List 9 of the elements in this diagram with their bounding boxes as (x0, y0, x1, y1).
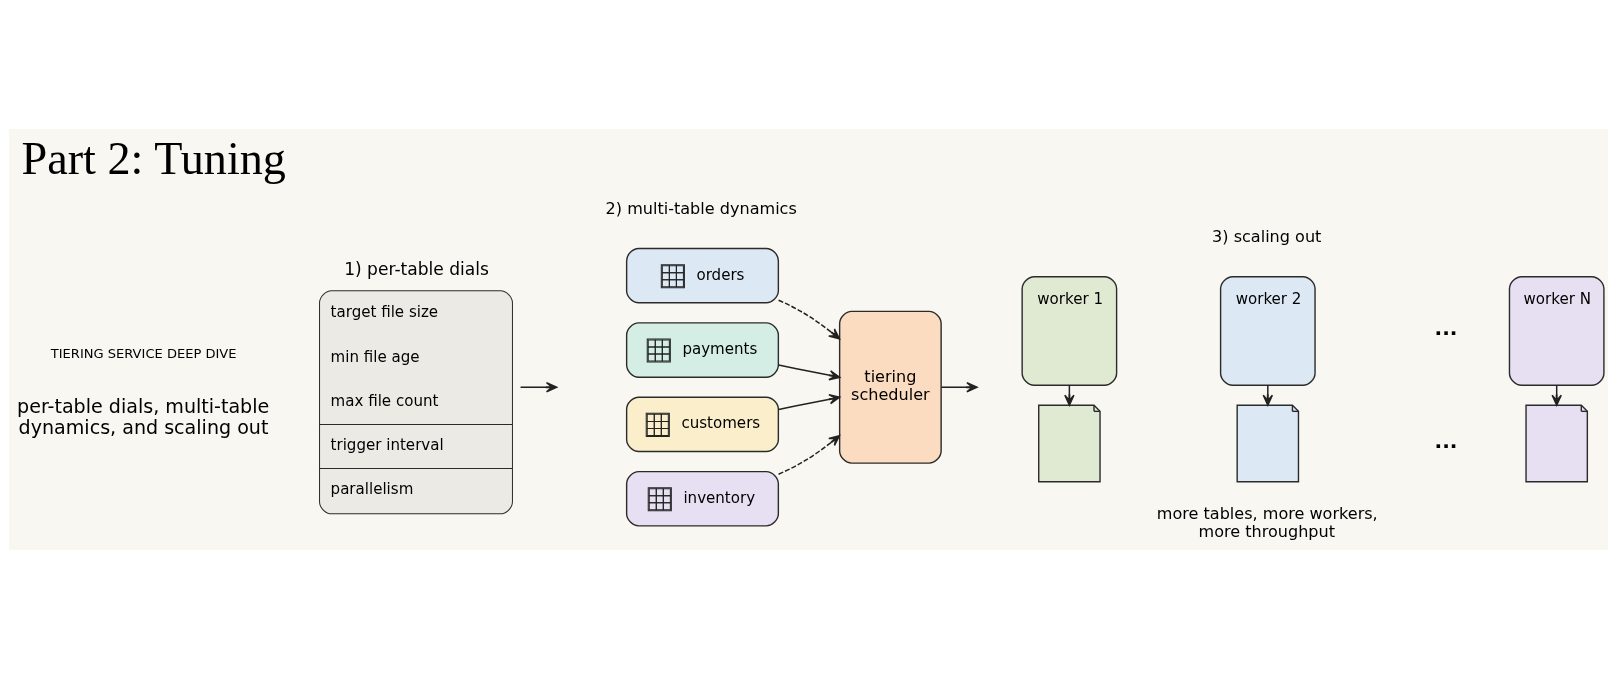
label: per-table dials, multi-table dynamics, and scaling out (17, 394, 270, 439)
label: ... (1434, 315, 1458, 340)
label: more tables, more workers, more throughput (1156, 503, 1378, 541)
diagram-title: Part 2: Tuning (21, 133, 286, 185)
label: 2) multi-table dynamics (605, 199, 797, 219)
label: ... (1434, 428, 1458, 453)
label: TIERING SERVICE DEEP DIVE (50, 346, 237, 362)
label: 3) scaling out (1212, 227, 1322, 247)
node-label: 1) per-table dials (344, 259, 489, 280)
